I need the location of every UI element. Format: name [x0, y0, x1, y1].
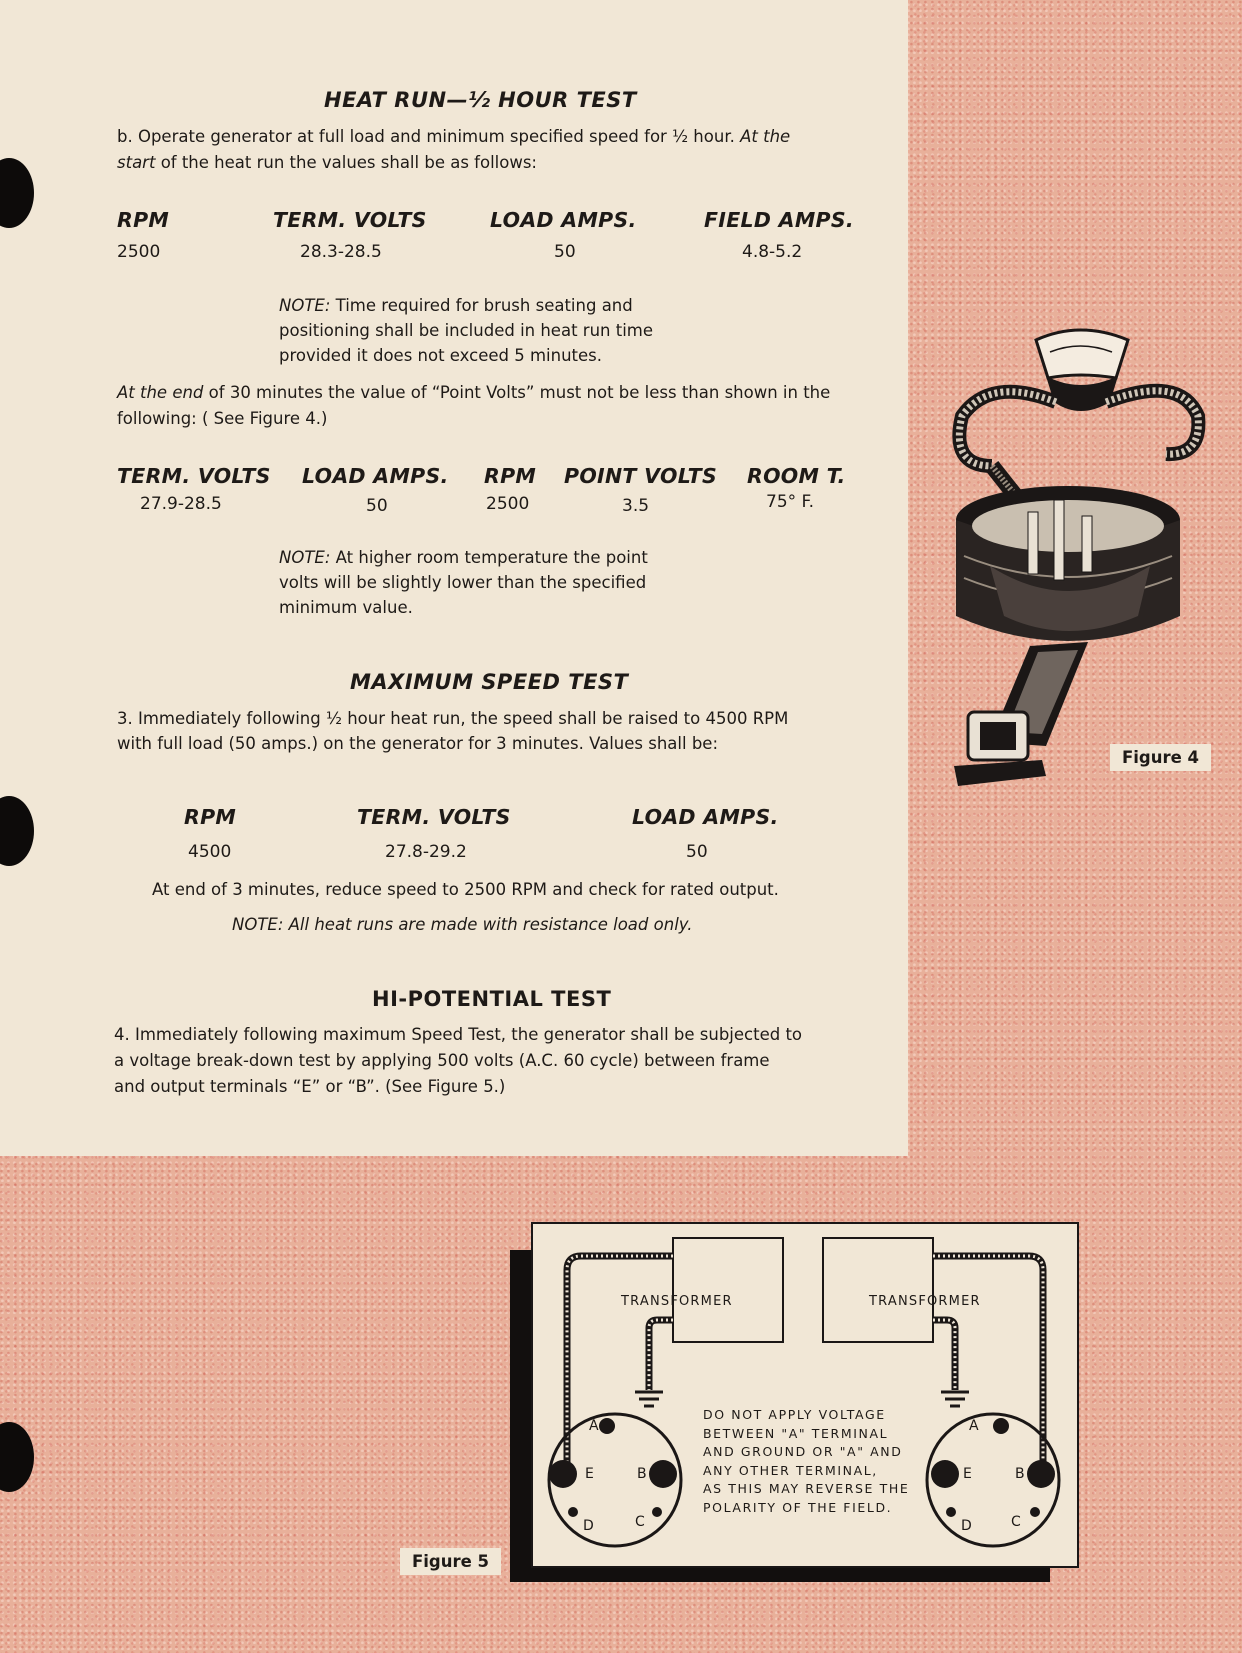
binder-hole — [0, 1422, 34, 1492]
table2-header-term-volts: TERM. VOLTS — [117, 464, 271, 488]
figure5-diagram: TRANSFORMER TRANSFORMER A E B D C A E B … — [531, 1222, 1079, 1568]
terminal-b-left: B — [637, 1466, 648, 1482]
terminal-a-right: A — [969, 1418, 980, 1434]
figure5-label: Figure 5 — [400, 1548, 502, 1575]
terminal-b-right: B — [1015, 1466, 1026, 1482]
max-speed-line2: with full load (50 amps.) on the generat… — [117, 734, 719, 753]
generator-terminal-icon — [956, 486, 1180, 641]
max-speed-title: MAXIMUM SPEED TEST — [350, 670, 629, 694]
end-line2: following: ( See Figure 4.) — [117, 409, 328, 428]
table1-header-term-volts: TERM. VOLTS — [273, 208, 427, 232]
terminal-a-left: A — [589, 1418, 600, 1434]
handle-icon — [954, 642, 1088, 786]
figure4-label: Figure 4 — [1110, 744, 1212, 771]
table2-header-point-volts: POINT VOLTS — [564, 464, 718, 488]
table2-value-term-volts: 27.9-28.5 — [140, 494, 222, 514]
table2-header-rpm: RPM — [484, 464, 537, 488]
max-speed-note: NOTE: All heat runs are made with resist… — [232, 915, 693, 934]
table1-value-field-amps: 4.8-5.2 — [742, 242, 803, 262]
table1-value-rpm: 2500 — [117, 242, 161, 262]
table2-value-point-volts: 3.5 — [622, 496, 650, 516]
hipot-line1: 4. Immediately following maximum Speed T… — [114, 1025, 803, 1044]
heat-run-title: HEAT RUN—½ HOUR TEST — [324, 88, 637, 112]
end-line1: At the end of 30 minutes the value of “P… — [117, 383, 831, 402]
max-speed-line3: At end of 3 minutes, reduce speed to 250… — [152, 880, 779, 899]
lead-wires — [563, 1252, 1047, 1464]
hipot-title: HI-POTENTIAL TEST — [372, 987, 612, 1011]
table1-header-field-amps: FIELD AMPS. — [704, 208, 854, 232]
voltage-warning-text: DO NOT APPLY VOLTAGE BETWEEN "A" TERMINA… — [703, 1407, 910, 1515]
table2-value-load-amps: 50 — [366, 496, 388, 516]
note2: NOTE: At higher room temperature the poi… — [279, 548, 648, 617]
generator-terminal-circle-left — [547, 1412, 683, 1548]
heat-run-intro-line2: start of the heat run the values shall b… — [117, 153, 537, 172]
transformer-box-right — [822, 1237, 934, 1343]
wiring-diagram — [547, 1237, 1061, 1548]
ground-symbol-icon — [635, 1390, 969, 1408]
hipot-line2: a voltage break-down test by applying 50… — [114, 1051, 770, 1070]
transformer-label-right: TRANSFORMER — [869, 1294, 981, 1309]
table2-value-room-t: 75° F. — [766, 492, 814, 512]
generator-terminal-circle-right — [925, 1412, 1061, 1548]
table2-header-room-t: ROOM T. — [747, 464, 846, 488]
terminal-e-left: E — [585, 1466, 596, 1482]
transformer-label-left: TRANSFORMER — [621, 1294, 733, 1309]
table3-header-rpm: RPM — [184, 805, 237, 829]
table1-value-term-volts: 28.3-28.5 — [300, 242, 382, 262]
terminal-d-right: D — [961, 1518, 973, 1534]
test-lead-icon — [952, 383, 1206, 528]
table1-header-rpm: RPM — [117, 208, 170, 232]
table2-header-load-amps: LOAD AMPS. — [302, 464, 449, 488]
text-panel — [0, 0, 908, 1156]
table3-header-load-amps: LOAD AMPS. — [632, 805, 779, 829]
table3-header-term-volts: TERM. VOLTS — [357, 805, 511, 829]
table1-header-load-amps: LOAD AMPS. — [490, 208, 637, 232]
terminal-c-left: C — [635, 1514, 646, 1530]
table1-value-load-amps: 50 — [554, 242, 576, 262]
terminal-d-left: D — [583, 1518, 595, 1534]
transformer-box-left — [672, 1237, 784, 1343]
meter-icon — [1034, 328, 1130, 411]
terminal-e-right: E — [963, 1466, 974, 1482]
table3-value-rpm: 4500 — [188, 842, 232, 862]
hipot-line3: and output terminals “E” or “B”. (See Fi… — [114, 1077, 506, 1096]
figure4-illustration — [952, 328, 1206, 786]
table3-value-load-amps: 50 — [686, 842, 708, 862]
note1: NOTE: Time required for brush seating an… — [279, 296, 654, 365]
table3-value-term-volts: 27.8-29.2 — [385, 842, 467, 862]
table2-value-rpm: 2500 — [486, 494, 530, 514]
heat-run-intro-line1: b. Operate generator at full load and mi… — [117, 127, 791, 146]
terminal-c-right: C — [1011, 1514, 1022, 1530]
max-speed-line1: 3. Immediately following ½ hour heat run… — [117, 709, 789, 728]
